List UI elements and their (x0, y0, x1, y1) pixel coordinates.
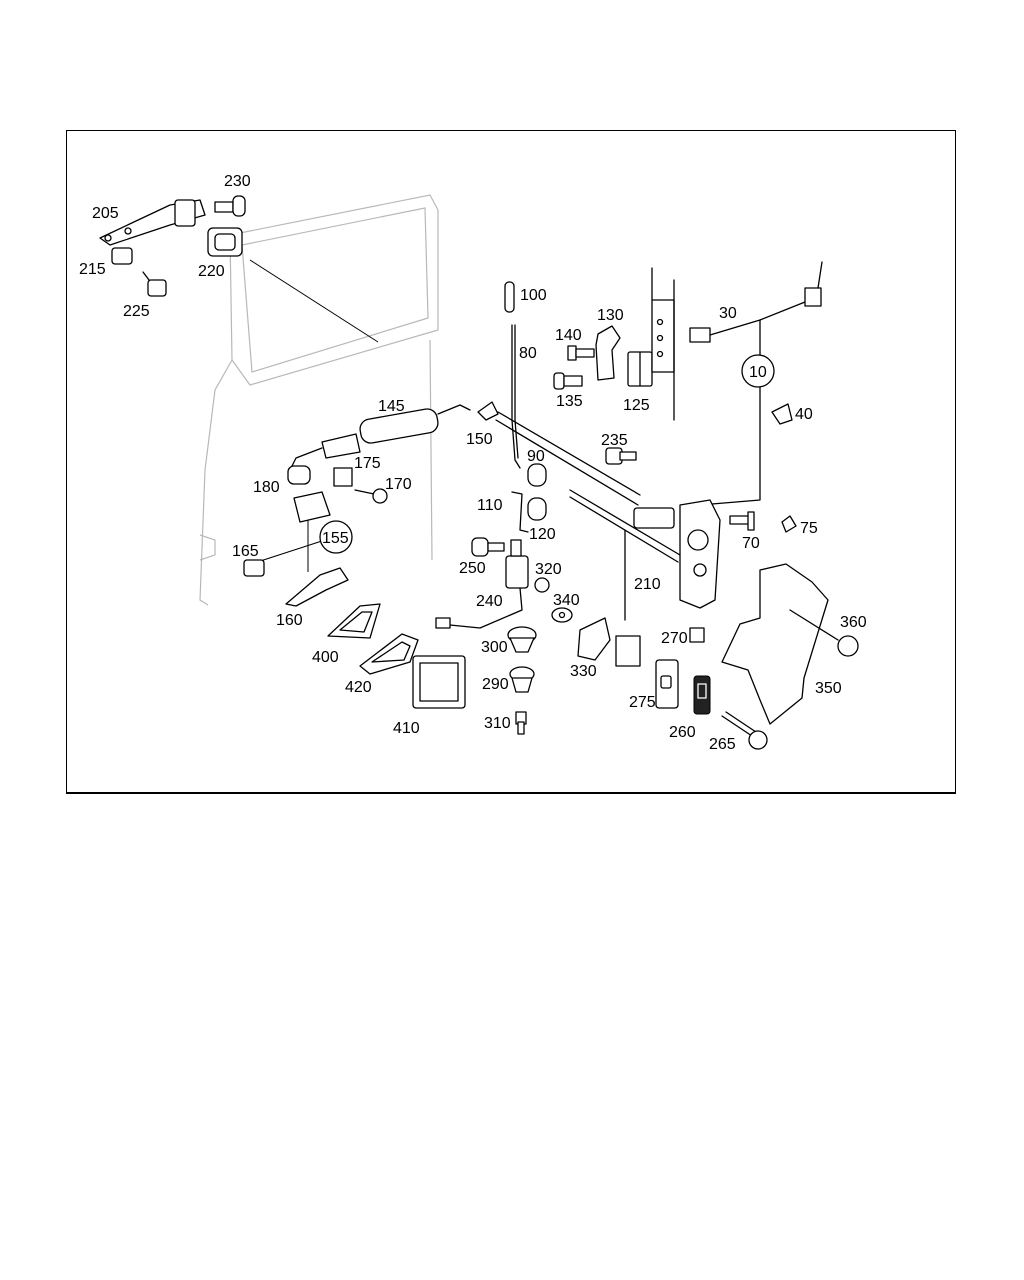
part-label-75: 75 (800, 520, 818, 537)
screw-360-part (789, 609, 859, 657)
part-label-410: 410 (393, 720, 420, 737)
part-label-155: 155 (322, 530, 349, 547)
screw-250-part (471, 537, 505, 557)
bracket-130-part (595, 325, 621, 381)
gasket-215-part (111, 247, 133, 265)
part-label-140: 140 (555, 327, 582, 344)
door-outline (199, 194, 439, 606)
part-label-310: 310 (484, 715, 511, 732)
hinge-plate (651, 267, 675, 421)
part-label-80: 80 (519, 345, 537, 362)
part-label-205: 205 (92, 205, 119, 222)
part-label-330: 330 (570, 663, 597, 680)
actuator-240-part (435, 539, 529, 629)
part-label-130: 130 (597, 307, 624, 324)
part-label-40: 40 (795, 406, 813, 423)
screw-135-part (553, 372, 583, 390)
part-label-240: 240 (476, 593, 503, 610)
bracket-330-part (577, 617, 641, 667)
screw-230-part (214, 195, 246, 217)
pin-310-part (515, 711, 527, 735)
part-label-165: 165 (232, 543, 259, 560)
grommet-180-part (287, 465, 311, 485)
grommet-300-part (507, 626, 537, 653)
plate-275-part (655, 659, 679, 709)
part-label-170: 170 (385, 476, 412, 493)
part-label-125: 125 (623, 397, 650, 414)
part-label-275: 275 (629, 694, 656, 711)
part-label-120: 120 (529, 526, 556, 543)
bolt-70-part (729, 511, 755, 531)
part-label-230: 230 (224, 173, 251, 190)
nut-175-part (333, 467, 353, 487)
inner-handle-160-part (285, 567, 349, 607)
callout-circle-10 (741, 354, 775, 388)
screw-140-part (567, 345, 595, 361)
part-label-235: 235 (601, 432, 628, 449)
bolt-235-part (605, 447, 637, 465)
part-label-210: 210 (634, 576, 661, 593)
clip-165-part (243, 559, 265, 577)
clip-125-part (627, 351, 653, 387)
part-label-300: 300 (481, 639, 508, 656)
screw-170-part (354, 488, 388, 504)
part-label-150: 150 (466, 431, 493, 448)
leader-line (249, 259, 379, 343)
part-label-340: 340 (553, 592, 580, 609)
part-label-135: 135 (556, 393, 583, 410)
surround-400-part (327, 603, 381, 639)
cover-350-part (721, 563, 829, 725)
bowden-cable-145-part (289, 401, 641, 506)
part-label-250: 250 (459, 560, 486, 577)
part-label-360: 360 (840, 614, 867, 631)
rod-100-80-part (504, 281, 521, 469)
part-label-145: 145 (378, 398, 405, 415)
gasket-220-part (207, 227, 243, 257)
part-label-110: 110 (477, 497, 503, 514)
part-label-100: 100 (520, 287, 547, 304)
part-label-90: 90 (527, 448, 545, 465)
part-label-215: 215 (79, 261, 106, 278)
washer-340-part (551, 607, 573, 623)
bushing-90-part (527, 463, 547, 487)
part-labels: 205 230 215 220 225 100 80 140 130 135 1… (79, 173, 867, 753)
part-label-10: 10 (749, 364, 767, 381)
part-label-225: 225 (123, 303, 150, 320)
clip-75-part (781, 515, 797, 533)
grommet-290-part (509, 666, 535, 693)
callout-circle-155 (319, 520, 353, 554)
part-label-290: 290 (482, 676, 509, 693)
part-label-260: 260 (669, 724, 696, 741)
surround-420-part (359, 633, 419, 675)
part-label-220: 220 (198, 263, 225, 280)
bolt-265-part (721, 711, 768, 750)
gasket-410-part (412, 655, 466, 709)
door-lock-210-part (569, 489, 721, 621)
outside-handle-part (99, 199, 206, 246)
part-label-175: 175 (354, 455, 381, 472)
handle-cup-155-part (293, 491, 331, 523)
part-label-30: 30 (719, 305, 737, 322)
part-label-350: 350 (815, 680, 842, 697)
part-label-265: 265 (709, 736, 736, 753)
clip-40-part (771, 403, 793, 425)
diagram-frame (66, 130, 956, 794)
washer-320-part (534, 577, 550, 593)
striker-260-part (693, 675, 711, 715)
rod-110-part (511, 491, 529, 533)
part-label-70: 70 (742, 535, 760, 552)
part-label-400: 400 (312, 649, 339, 666)
part-label-160: 160 (276, 612, 303, 629)
part-label-180: 180 (253, 479, 280, 496)
part-label-320: 320 (535, 561, 562, 578)
part-label-420: 420 (345, 679, 372, 696)
part-label-270: 270 (661, 630, 688, 647)
bolt-225-part (142, 271, 167, 297)
bushing-120-part (527, 497, 547, 521)
block-270-part (689, 627, 705, 643)
